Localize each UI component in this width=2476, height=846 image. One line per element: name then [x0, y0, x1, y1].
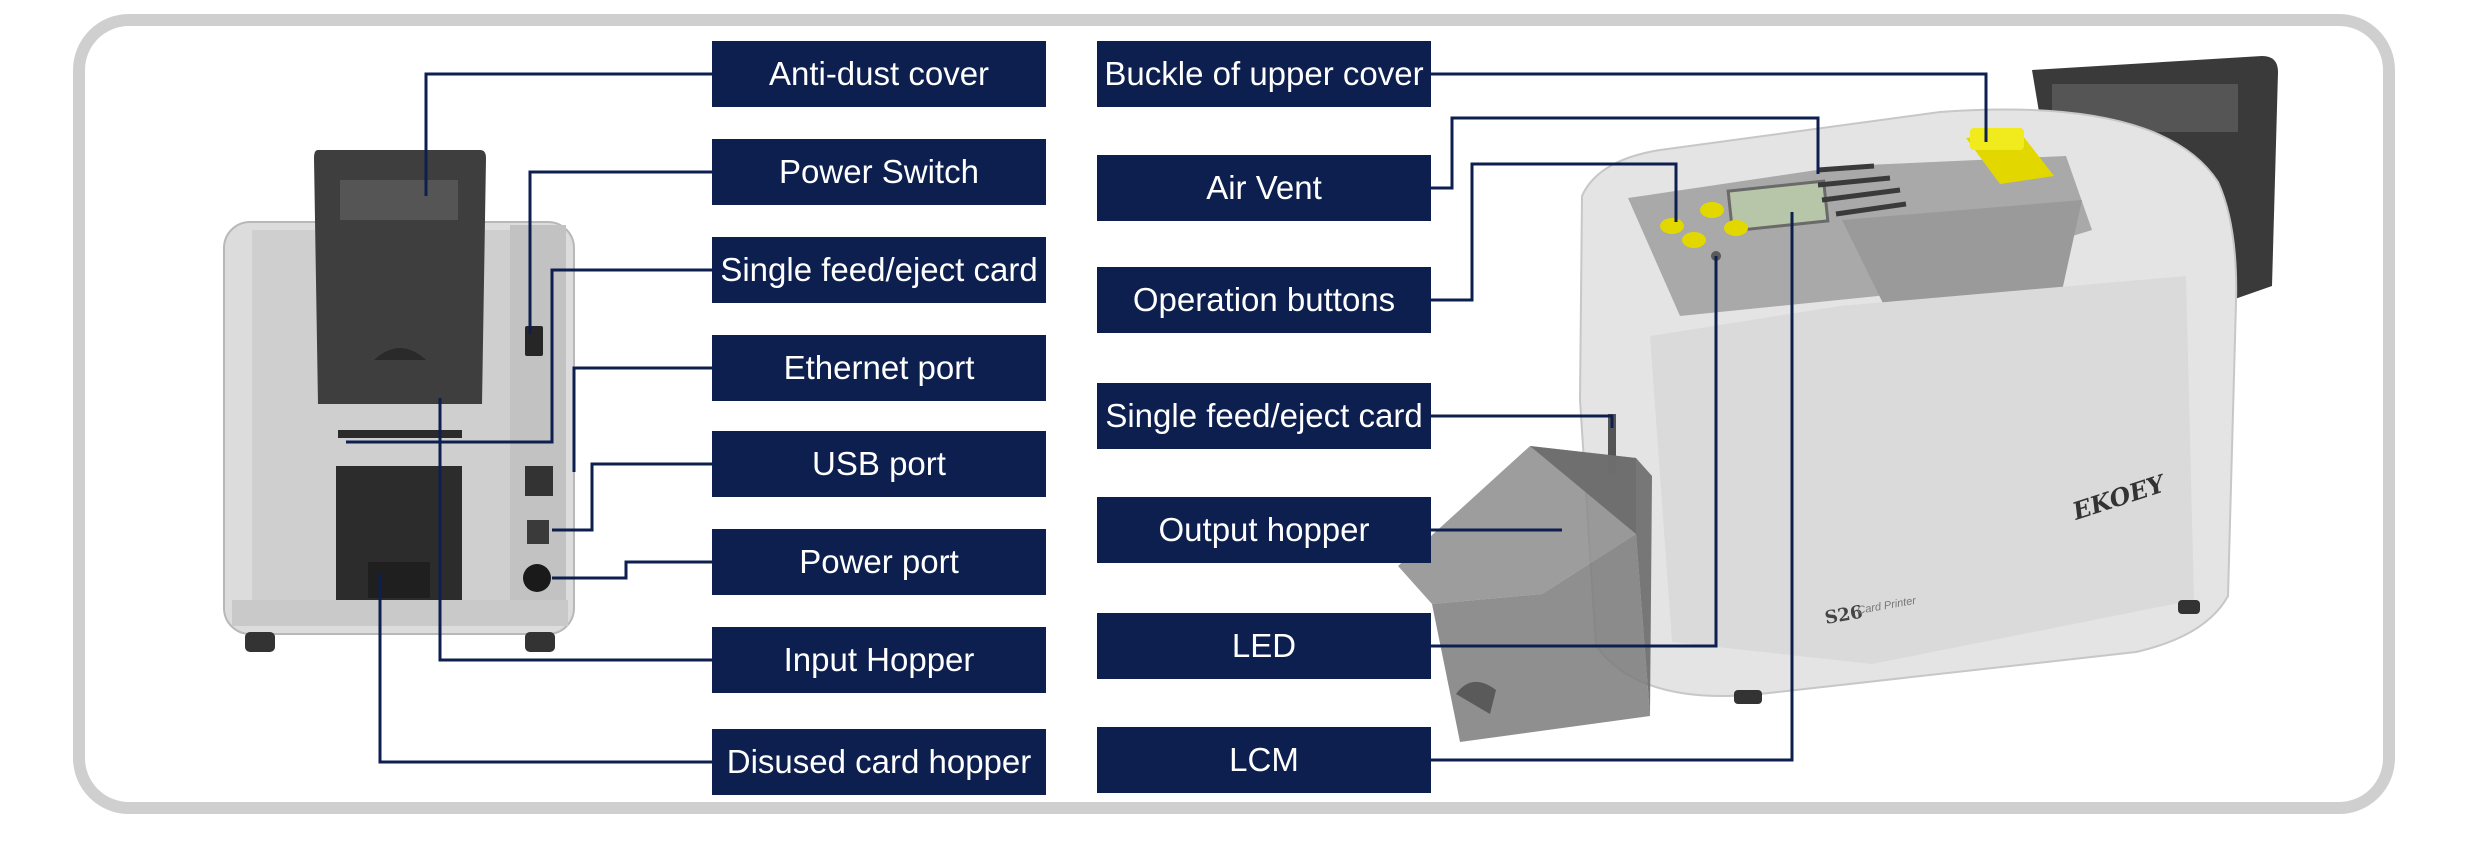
power-port-shape	[523, 564, 551, 592]
usb-port-shape	[527, 520, 549, 544]
disused-card-hopper-shape	[368, 562, 430, 598]
printer-front-foot-left	[245, 632, 275, 652]
leader-line-power-port	[552, 560, 712, 580]
label-single-feed-eject-card-left: Single feed/eject card	[712, 237, 1046, 303]
printer-front-bottom-band	[232, 600, 568, 626]
printer-front-side-strip	[510, 225, 566, 625]
label-single-feed-eject-card-right: Single feed/eject card	[1097, 383, 1431, 449]
label-power-switch: Power Switch	[712, 139, 1046, 205]
leader-lines	[346, 72, 1988, 764]
label-output-hopper: Output hopper	[1097, 497, 1431, 563]
label-led: LED	[1097, 613, 1431, 679]
leader-line-ethernet-port	[572, 366, 712, 472]
ethernet-port-shape	[525, 466, 553, 496]
output-hopper-shape	[1398, 446, 1652, 742]
anti-dust-cover-notch	[374, 348, 426, 360]
leader-line-input-hopper	[438, 398, 712, 662]
anti-dust-cover-highlight	[340, 180, 458, 220]
label-lcm: LCM	[1097, 727, 1431, 793]
printer-angle-foot	[1734, 690, 1762, 704]
label-input-hopper: Input Hopper	[712, 627, 1046, 693]
printer-angle-side-panel	[1650, 276, 2194, 664]
leader-line-air-vent	[1431, 116, 1820, 190]
leader-line-single-feed-eject-card-left	[346, 268, 712, 444]
leader-line-operation-buttons	[1431, 162, 1678, 302]
label-ethernet-port: Ethernet port	[712, 335, 1046, 401]
printer-angle-foot-right	[2178, 600, 2200, 614]
label-anti-dust-cover: Anti-dust cover	[712, 41, 1046, 107]
card-feed-slot	[338, 430, 462, 438]
upper-cover-buckle-shape	[1966, 128, 2054, 184]
leader-line-upper-cover-buckle	[1431, 72, 1988, 142]
printer-front-foot-right	[525, 632, 555, 652]
leader-line-usb-port	[552, 462, 712, 532]
leader-line-disused-card-hopper	[378, 574, 712, 764]
label-power-port: Power port	[712, 529, 1046, 595]
leader-line-anti-dust-cover	[424, 72, 712, 196]
label-disused-card-hopper: Disused card hopper	[712, 729, 1046, 795]
operation-buttons-shape	[1660, 202, 1748, 248]
front-eject-slot-shape	[1608, 414, 1616, 474]
label-upper-cover-buckle: Buckle of upper cover	[1097, 41, 1431, 107]
printer-angle-view: EKOEY S26 Card Printer	[1398, 56, 2278, 742]
leader-line-power-switch	[528, 170, 712, 334]
leader-line-led	[1431, 256, 1718, 648]
printer-front-view	[223, 150, 575, 652]
label-usb-port: USB port	[712, 431, 1046, 497]
power-switch-shape	[525, 326, 543, 356]
leader-line-lcm	[1431, 212, 1794, 762]
leader-line-single-feed-eject-card-right	[1431, 414, 1614, 428]
air-vent-shape	[1817, 163, 1907, 217]
label-air-vent: Air Vent	[1097, 155, 1431, 221]
label-operation-buttons: Operation buttons	[1097, 267, 1431, 333]
